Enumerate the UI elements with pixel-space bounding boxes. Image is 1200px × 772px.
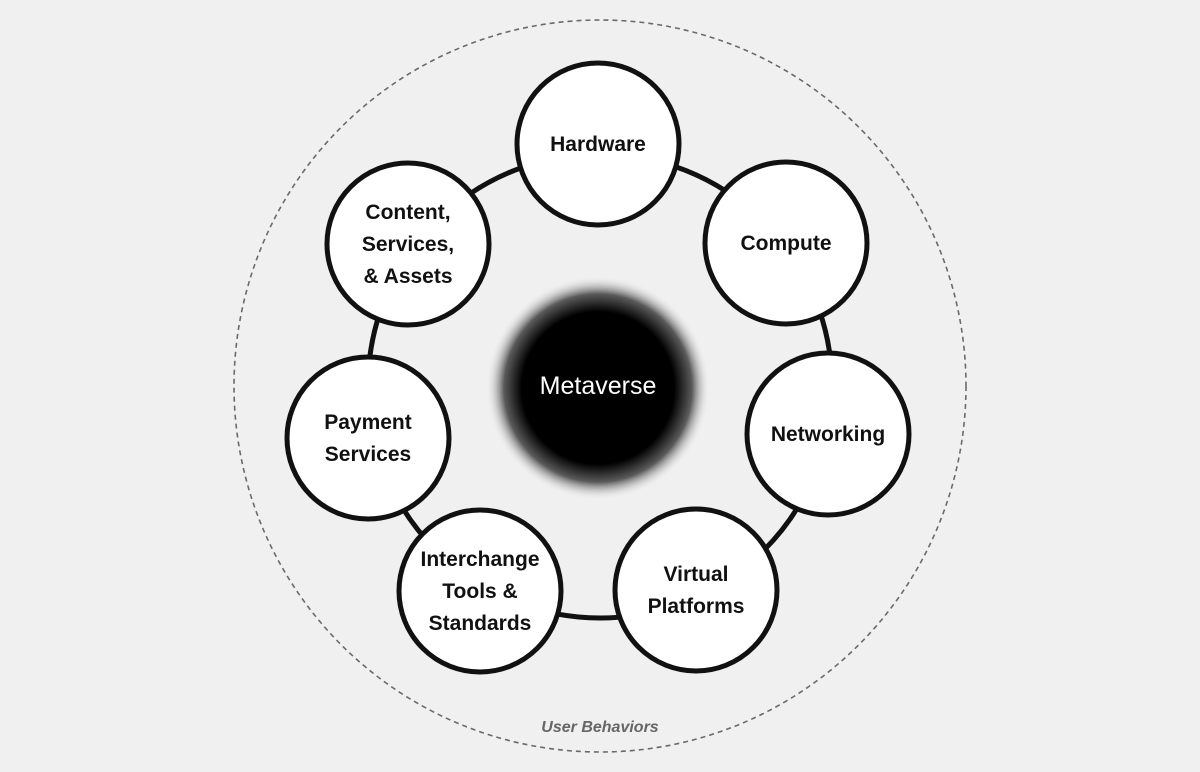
node-label-interchange-tools-standards: Interchange [420, 548, 539, 571]
node-label-virtual-platforms: Virtual [664, 563, 729, 586]
node-label-hardware: Hardware [550, 133, 646, 156]
user-behaviors-boundary [233, 19, 967, 753]
node-circle-hardware [514, 60, 682, 228]
layer-nodes: HardwareComputeNetworkingVirtualPlatform… [284, 60, 912, 675]
user-behaviors-label: User Behaviors [541, 719, 658, 736]
node-circle-compute [702, 159, 870, 327]
node-label-virtual-platforms: Platforms [648, 595, 745, 618]
node-circle-networking [744, 350, 912, 518]
node-label-networking: Networking [771, 423, 885, 446]
node-label-content-services-assets: Content, [365, 201, 450, 224]
node-label-interchange-tools-standards: Tools & [442, 580, 517, 603]
node-label-interchange-tools-standards: Standards [429, 612, 532, 635]
node-label-content-services-assets: Services, [362, 233, 454, 256]
metaverse-label: Metaverse [540, 372, 657, 400]
node-content-services-assets: Content, Services, & Assets [324, 160, 492, 328]
node-label-payment-services: Services [325, 443, 411, 466]
node-circle-content-services-assets [324, 160, 492, 328]
node-compute: Compute [702, 159, 870, 327]
node-circle-interchange-tools-standards [396, 507, 564, 675]
node-networking: Networking [744, 350, 912, 518]
node-label-compute: Compute [741, 232, 832, 255]
node-circle-payment-services [284, 354, 452, 522]
node-circle-virtual-platforms [612, 506, 780, 674]
node-hardware: Hardware [514, 60, 682, 228]
metaverse-core [486, 276, 710, 500]
node-label-content-services-assets: & Assets [363, 265, 452, 288]
node-label-payment-services: Payment [324, 411, 412, 434]
